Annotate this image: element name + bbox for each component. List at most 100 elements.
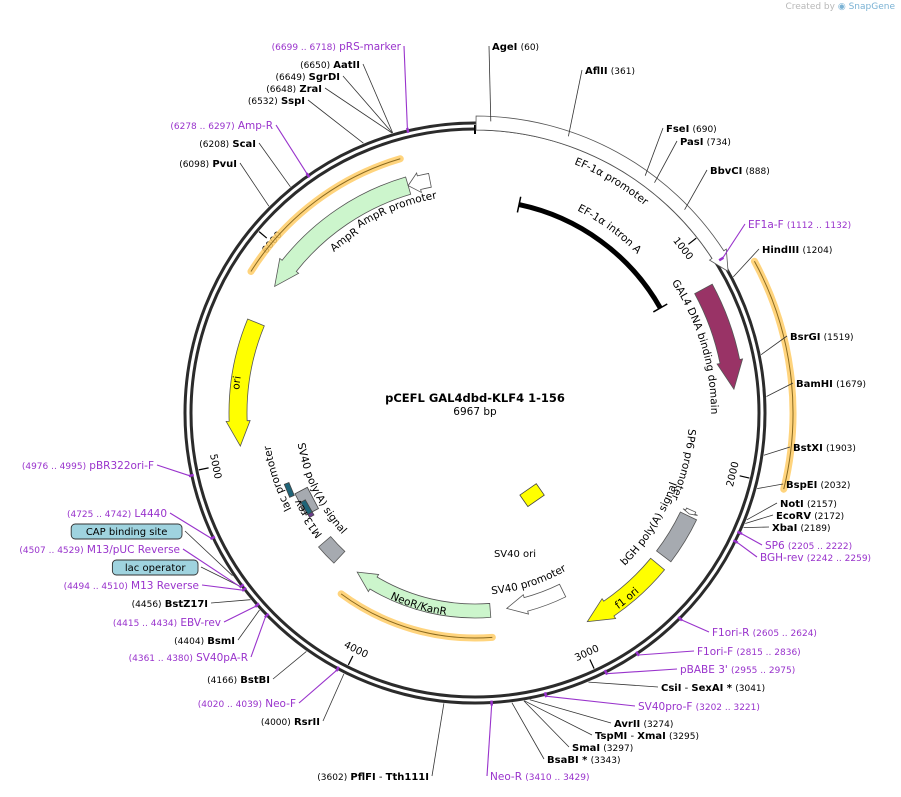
site-label-pbr322ori-f[interactable]: (4976 .. 4995) pBR322ori-F	[22, 460, 154, 472]
site-label-prs-marker[interactable]: (6699 .. 6718) pRS-marker	[272, 41, 402, 53]
primer-mark	[188, 473, 195, 478]
feature-ori[interactable]	[225, 318, 265, 447]
feature-sv40-poly-a-signal[interactable]	[317, 536, 346, 564]
site-coords: (361)	[611, 67, 635, 77]
site-label-rsrii[interactable]: (4000) RsrII	[261, 717, 320, 728]
site-label-cap-binding-site[interactable]: CAP binding site	[70, 523, 183, 540]
site-label-text: NotI (2157)	[780, 499, 837, 510]
feature-bgh-poly-a-signal[interactable]	[656, 511, 698, 563]
feature-f1-ori[interactable]	[586, 557, 666, 623]
site-label-bstxi[interactable]: BstXI (1903)	[793, 443, 856, 454]
cap-site-box[interactable]	[283, 481, 295, 498]
site-label-bgh-rev[interactable]: BGH-rev (2242 .. 2259)	[760, 552, 871, 564]
feature-ef-1-promoter[interactable]	[475, 115, 729, 273]
site-coords: (690)	[692, 125, 716, 135]
site-label-text: (4494 .. 4510) M13 Reverse	[64, 580, 199, 592]
sv40-ori-label: SV40 ori	[494, 549, 536, 560]
tick-mark	[347, 655, 354, 666]
site-name: ScaI	[232, 139, 256, 150]
site-coords: (4507 .. 4529)	[19, 546, 83, 556]
primer-mark	[736, 530, 743, 535]
snapgene-credit: Created by ◉ SnapGene	[785, 2, 895, 12]
site-label-pasi[interactable]: PasI (734)	[680, 137, 731, 148]
site-label-bamhi[interactable]: BamHI (1679)	[796, 379, 866, 390]
site-label-agei[interactable]: AgeI (60)	[492, 42, 539, 53]
site-box-label: CAP binding site	[86, 527, 168, 538]
site-name: SgrDI	[309, 72, 340, 83]
site-label-neo-f[interactable]: (4020 .. 4039) Neo-F	[198, 698, 296, 710]
site-label-aflii[interactable]: AflII (361)	[585, 66, 635, 77]
lac-op-box[interactable]	[300, 499, 313, 516]
feature-ef-1-intron-a[interactable]	[518, 202, 663, 310]
site-coords: (6098)	[179, 160, 209, 170]
site-name: BbvCI	[710, 166, 742, 177]
site-coords: (3295)	[669, 732, 699, 742]
site-label-pbabe-3[interactable]: pBABE 3' (2955 .. 2975)	[680, 664, 795, 676]
leader-line	[722, 223, 746, 259]
site-label-text: HindIII (1204)	[762, 245, 832, 256]
site-label-m13-puc-reverse[interactable]: (4507 .. 4529) M13/pUC Reverse	[19, 544, 180, 556]
site-label-amp-r[interactable]: (6278 .. 6297) Amp-R	[170, 120, 273, 132]
site-label-text: BstXI (1903)	[793, 443, 856, 454]
site-label-text: PasI (734)	[680, 137, 731, 148]
site-coords: (6648)	[266, 85, 296, 95]
site-label-zrai[interactable]: (6648) ZraI	[266, 84, 322, 95]
site-label-csii[interactable]: CsiI - SexAI * (3041)	[661, 683, 765, 694]
site-label-ef1a-f[interactable]: EF1a-F (1112 .. 1132)	[748, 219, 851, 231]
tick-mark	[258, 231, 268, 239]
site-label-smai[interactable]: SmaI (3297)	[572, 743, 633, 754]
feature-neor-kanr[interactable]	[356, 571, 492, 619]
site-label-text: (4361 .. 4380) SV40pA-R	[129, 652, 248, 664]
site-name: Amp-R	[238, 120, 273, 132]
site-coords: (4976 .. 4995)	[22, 462, 86, 472]
site-label-bbvci[interactable]: BbvCI (888)	[710, 166, 770, 177]
tick-label: 5000	[207, 453, 223, 480]
site-label-l4440[interactable]: (4725 .. 4742) L4440	[67, 508, 167, 520]
site-label-sv40pro-f[interactable]: SV40pro-F (3202 .. 3221)	[638, 701, 760, 713]
site-label-bstbi[interactable]: (4166) BstBI	[207, 675, 270, 686]
site-label-lac-operator[interactable]: lac operator	[111, 559, 199, 576]
site-label-bspei[interactable]: BspEI (2032)	[786, 480, 850, 491]
site-coords: (6278 .. 6297)	[170, 122, 234, 132]
site-label-sspi[interactable]: (6532) SspI	[248, 96, 305, 107]
feature-sp6-promoter[interactable]	[682, 507, 698, 516]
site-label-aatii[interactable]: (6650) AatII	[300, 60, 360, 71]
tick-mark	[739, 475, 750, 479]
feature-gal4-dna-binding-domain[interactable]	[694, 283, 744, 391]
site-label-sv40pa-r[interactable]: (4361 .. 4380) SV40pA-R	[129, 652, 248, 664]
site-name: EF1a-F	[748, 219, 784, 231]
site-label-sgrdi[interactable]: (6649) SgrDI	[276, 72, 340, 83]
primer-mark	[305, 172, 311, 179]
leader-line	[431, 703, 445, 777]
site-label-noti[interactable]: NotI (2157)	[780, 499, 837, 510]
site-label-f1ori-r[interactable]: F1ori-R (2605 .. 2624)	[712, 627, 817, 639]
site-label-pflfi[interactable]: (3602) PflFI - Tth111I	[317, 772, 429, 783]
site-label-ebv-rev[interactable]: (4415 .. 4434) EBV-rev	[113, 617, 221, 629]
site-label-text: F1ori-R (2605 .. 2624)	[712, 627, 817, 639]
site-label-avrii[interactable]: AvrII (3274)	[614, 719, 673, 730]
credit-prefix: Created by	[785, 2, 835, 12]
site-label-fsei[interactable]: FseI (690)	[666, 124, 717, 135]
site-label-scai[interactable]: (6208) ScaI	[199, 139, 256, 150]
site-label-bsabi[interactable]: BsaBI * (3343)	[547, 755, 621, 766]
site-label-hindiii[interactable]: HindIII (1204)	[762, 245, 832, 256]
site-name-2: XmaI	[637, 731, 666, 742]
site-label-ecorv[interactable]: EcoRV (2172)	[776, 511, 844, 522]
site-labels: AgeI (60) AflII (361) FseI (690) PasI (734)…	[19, 41, 871, 783]
feature-sv40-promoter[interactable]	[505, 583, 567, 615]
site-label-neo-r[interactable]: Neo-R (3410 .. 3429)	[490, 771, 590, 783]
site-label-pvui[interactable]: (6098) PvuI	[179, 159, 237, 170]
feature-label-text: lac promoter	[262, 444, 295, 513]
site-label-bsrgi[interactable]: BsrGI (1519)	[790, 332, 854, 343]
site-label-sp6[interactable]: SP6 (2205 .. 2222)	[765, 540, 852, 552]
site-coords: (1903)	[826, 444, 856, 454]
site-label-m13-reverse[interactable]: (4494 .. 4510) M13 Reverse	[64, 580, 199, 592]
feature-ampr-promoter[interactable]	[407, 172, 432, 194]
site-label-f1ori-f[interactable]: F1ori-F (2815 .. 2836)	[697, 646, 801, 658]
svg40-ori-box[interactable]	[519, 483, 545, 508]
site-label-tspmi[interactable]: TspMI - XmaI (3295)	[595, 731, 699, 742]
site-label-bstz17i[interactable]: (4456) BstZ17I	[132, 599, 208, 610]
site-name: AgeI	[492, 42, 517, 53]
site-label-xbai[interactable]: XbaI (2189)	[772, 523, 830, 534]
site-label-bsmi[interactable]: (4404) BsmI	[174, 636, 235, 647]
